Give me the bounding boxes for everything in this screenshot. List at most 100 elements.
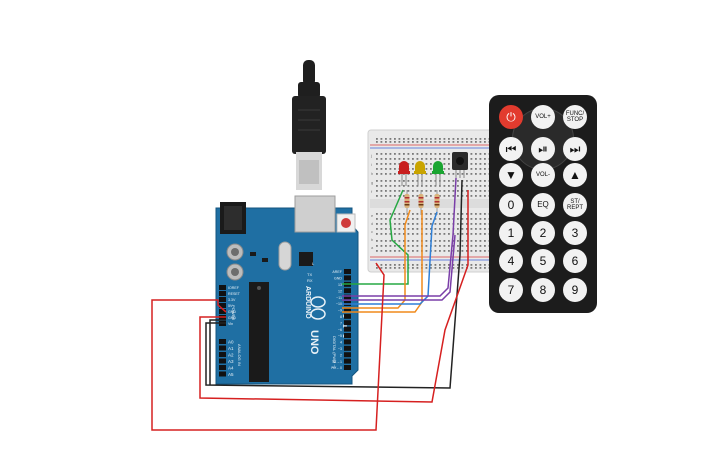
breadboard-hole <box>439 245 441 247</box>
breadboard-hole <box>425 228 428 230</box>
breadboard-hole <box>430 264 432 266</box>
breadboard-hole <box>470 223 473 225</box>
remote-button-6[interactable]: 6 <box>563 249 587 273</box>
breadboard-hole <box>439 223 441 225</box>
breadboard-hole <box>385 213 387 215</box>
breadboard-hole <box>389 245 392 247</box>
leds <box>398 161 444 186</box>
power-button[interactable]: ⏻ <box>499 105 523 129</box>
breadboard-hole <box>380 138 383 140</box>
breadboard-hole <box>448 245 450 247</box>
breadboard-hole <box>484 190 486 192</box>
breadboard-hole <box>380 228 383 230</box>
breadboard-hole <box>466 213 468 215</box>
down-button[interactable]: ▼ <box>499 163 523 187</box>
board-model: UNO <box>308 330 320 355</box>
breadboard-hole <box>376 267 378 269</box>
breadboard-hole <box>416 218 419 220</box>
breadboard-hole <box>443 233 446 235</box>
breadboard-hole <box>448 218 450 220</box>
breadboard-hole <box>425 218 428 220</box>
breadboard-hole <box>479 267 482 269</box>
breadboard-hole <box>434 250 437 252</box>
breadboard-hole <box>475 245 477 247</box>
header-pin <box>344 294 351 300</box>
breadboard-hole <box>430 190 432 192</box>
breadboard-hole <box>425 185 428 187</box>
breadboard-hole <box>434 158 437 160</box>
up-button[interactable]: ▲ <box>563 163 587 187</box>
remote-button-eq[interactable]: EQ <box>531 193 555 217</box>
breadboard-hole <box>385 185 387 187</box>
play-pause-button[interactable]: ⏯ <box>531 137 555 161</box>
breadboard-hole <box>448 223 450 225</box>
breadboard-hole <box>466 240 468 242</box>
breadboard-hole <box>389 141 392 143</box>
breadboard-hole <box>470 245 473 247</box>
breadboard-hole <box>416 138 419 140</box>
breadboard-hole <box>479 138 482 140</box>
breadboard-hole <box>389 185 392 187</box>
remote-button-5[interactable]: 5 <box>531 249 555 273</box>
breadboard-hole <box>430 158 432 160</box>
breadboard-hole <box>394 245 396 247</box>
breadboard-hole <box>434 141 437 143</box>
remote-button-7[interactable]: 7 <box>499 278 523 302</box>
breadboard-hole <box>484 250 486 252</box>
breadboard-hole <box>443 190 446 192</box>
breadboard-hole <box>412 138 414 140</box>
breadboard-hole <box>380 250 383 252</box>
digital-pin-label: 7 <box>340 321 342 325</box>
header-pin <box>344 275 351 281</box>
header-pin <box>344 269 351 274</box>
logo-icon <box>310 296 326 320</box>
breadboard-hole <box>479 228 482 230</box>
arduino-uno-board: ARDUINO UNO TX RX L POWER ANALOG IN DIGI… <box>215 195 359 385</box>
breadboard-hole <box>479 264 482 266</box>
breadboard-hole <box>407 180 410 182</box>
breadboard-hole <box>461 213 464 215</box>
breadboard-hole <box>470 185 473 187</box>
header-pin <box>219 285 226 290</box>
power-pin-label: RESET <box>228 292 241 296</box>
play-pause-icon: ⏯ <box>538 142 548 156</box>
breadboard-hole <box>484 223 486 225</box>
remote-button-2[interactable]: 2 <box>531 221 555 245</box>
breadboard-hole <box>452 141 455 143</box>
breadboard-hole <box>385 138 387 140</box>
previous-button[interactable]: ⏮ <box>499 137 523 161</box>
power-pin-label: GND <box>228 316 236 320</box>
breadboard-hole <box>457 138 459 140</box>
remote-button-vol[interactable]: VOL+ <box>531 105 555 129</box>
breadboard-hole <box>376 195 378 197</box>
breadboard-hole <box>385 168 387 170</box>
breadboard-row-letter: f <box>371 189 373 194</box>
remote-button-0[interactable]: 0 <box>499 193 523 217</box>
breadboard-hole <box>403 223 405 225</box>
remote-button-3[interactable]: 3 <box>563 221 587 245</box>
remote-button-label: 0 <box>507 198 515 212</box>
digital-pin-label: ~9 <box>338 309 342 313</box>
breadboard-hole <box>407 190 410 192</box>
breadboard-hole <box>425 195 428 197</box>
remote-button-st-rept[interactable]: ST/ REPT <box>563 193 587 217</box>
remote-button-9[interactable]: 9 <box>563 278 587 302</box>
remote-button-8[interactable]: 8 <box>531 278 555 302</box>
breadboard-hole <box>479 218 482 220</box>
breadboard-hole <box>389 233 392 235</box>
analog-pin-label: A5 <box>228 372 234 377</box>
breadboard-hole <box>457 141 459 143</box>
next-button[interactable]: ⏭ <box>563 137 587 161</box>
breadboard-hole <box>403 180 405 182</box>
breadboard-hole <box>475 233 477 235</box>
header-pin <box>219 297 226 302</box>
remote-button-vol[interactable]: VOL- <box>531 163 555 187</box>
breadboard-hole <box>470 141 473 143</box>
down-icon: ▼ <box>505 168 517 182</box>
breadboard-hole <box>416 190 419 192</box>
remote-button-1[interactable]: 1 <box>499 221 523 245</box>
remote-button-func-stop[interactable]: FUNC/ STOP <box>563 105 587 129</box>
breadboard-hole <box>394 223 396 225</box>
board-brand: ARDUINO <box>304 286 311 319</box>
remote-button-4[interactable]: 4 <box>499 249 523 273</box>
